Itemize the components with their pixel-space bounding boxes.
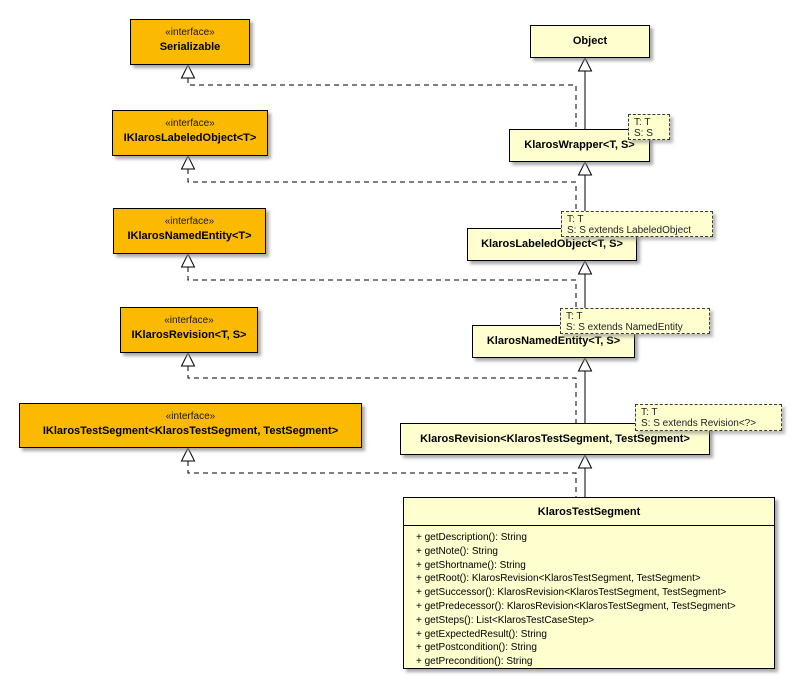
interface-name: IKlarosNamedEntity<T>	[127, 230, 252, 242]
template-line: S: S extends LabeledObject	[567, 225, 691, 236]
interface-iklarosrevision: «interface» IKlarosRevision<T, S>	[120, 307, 258, 353]
template-parameters-klaroswrapper: T: T S: S	[628, 114, 670, 140]
stereotype-label: «interface»	[165, 411, 216, 422]
stereotype-label: «interface»	[165, 118, 215, 129]
generalization-arrowhead	[577, 453, 593, 469]
interface-iklarostestsegment: «interface» IKlarosTestSegment<KlarosTes…	[19, 403, 362, 448]
generalization-arrowhead	[577, 259, 593, 275]
template-line: T: T	[634, 117, 651, 128]
template-line: T: T	[566, 311, 583, 322]
template-parameters-klarosrevision: T: T S: S extends Revision<?>	[635, 404, 782, 431]
stereotype-label: «interface»	[165, 27, 215, 38]
interface-iklaroslabeledobject: «interface» IKlarosLabeledObject<T>	[112, 110, 268, 156]
realization-arrowhead	[180, 154, 196, 170]
class-name: KlarosTestSegment	[404, 498, 774, 526]
realization-arrowhead	[180, 351, 196, 367]
method-item: + getExpectedResult(): String	[416, 628, 547, 640]
class-name: KlarosWrapper<T, S>	[524, 139, 635, 151]
realization-arrowhead	[180, 63, 196, 79]
realization-klaroslabeledobject-iklaroslabeledobject	[187, 169, 577, 228]
template-line: S: S	[634, 128, 653, 139]
interface-name: IKlarosTestSegment<KlarosTestSegment, Te…	[42, 425, 339, 437]
class-object: Object	[530, 25, 650, 58]
stereotype-label: «interface»	[164, 216, 215, 227]
generalization-arrowhead	[577, 356, 593, 372]
realization-arrowhead	[180, 252, 196, 268]
interface-name: IKlarosRevision<T, S>	[131, 329, 247, 341]
generalization-arrowhead	[577, 56, 593, 72]
method-item: + getDescription(): String	[416, 532, 527, 543]
template-parameters-klaroslabeledobject: T: T S: S extends LabeledObject	[561, 211, 713, 237]
class-name: KlarosLabeledObject<T, S>	[481, 238, 623, 250]
class-name: KlarosNamedEntity<T, S>	[486, 335, 621, 347]
interface-name: Serializable	[159, 41, 221, 53]
stereotype-label: «interface»	[164, 315, 214, 326]
class-klaroswrapper: KlarosWrapper<T, S>	[509, 129, 650, 162]
template-parameters-klarosnamedentity: T: T S: S extends NamedEntity	[560, 308, 710, 334]
method-compartment: + getDescription(): String + getNote(): …	[404, 526, 774, 669]
method-item: + getSteps(): List<KlarosTestCaseStep>	[416, 614, 595, 626]
class-klarostestsegment: KlarosTestSegment + getDescription(): St…	[403, 497, 775, 669]
template-line: T: T	[567, 214, 584, 225]
template-line: S: S extends NamedEntity	[566, 322, 683, 333]
class-name: KlarosRevision<KlarosTestSegment, TestSe…	[420, 433, 690, 445]
interface-serializable: «interface» Serializable	[130, 19, 250, 65]
template-line: T: T	[641, 407, 658, 418]
class-klarosnamedentity: KlarosNamedEntity<T, S>	[472, 325, 635, 358]
class-name: Object	[572, 35, 608, 47]
interface-name: IKlarosLabeledObject<T>	[123, 132, 257, 144]
method-item: + getPredecessor(): KlarosRevision<Klaro…	[416, 600, 736, 612]
realization-klarostestsegment-iklarostestsegment	[187, 461, 577, 497]
realization-klaroswrapper-serializable	[187, 78, 577, 129]
method-item: + getPrecondition(): String	[416, 656, 533, 668]
realization-klarosnamedentity-iklarosnamedentity	[187, 267, 577, 325]
method-item: + getNote(): String	[416, 545, 498, 557]
realization-arrowhead	[180, 446, 196, 462]
template-line: S: S extends Revision<?>	[641, 418, 757, 429]
method-item: + getRoot(): KlarosRevision<KlarosTestSe…	[416, 573, 701, 585]
method-item: + getShortname(): String	[416, 559, 526, 571]
generalization-arrowhead	[577, 160, 593, 176]
method-item: + getSuccessor(): KlarosRevision<KlarosT…	[416, 587, 727, 599]
interface-iklarosnamedentity: «interface» IKlarosNamedEntity<T>	[113, 208, 266, 254]
method-item: + getPostcondition(): String	[416, 642, 537, 654]
